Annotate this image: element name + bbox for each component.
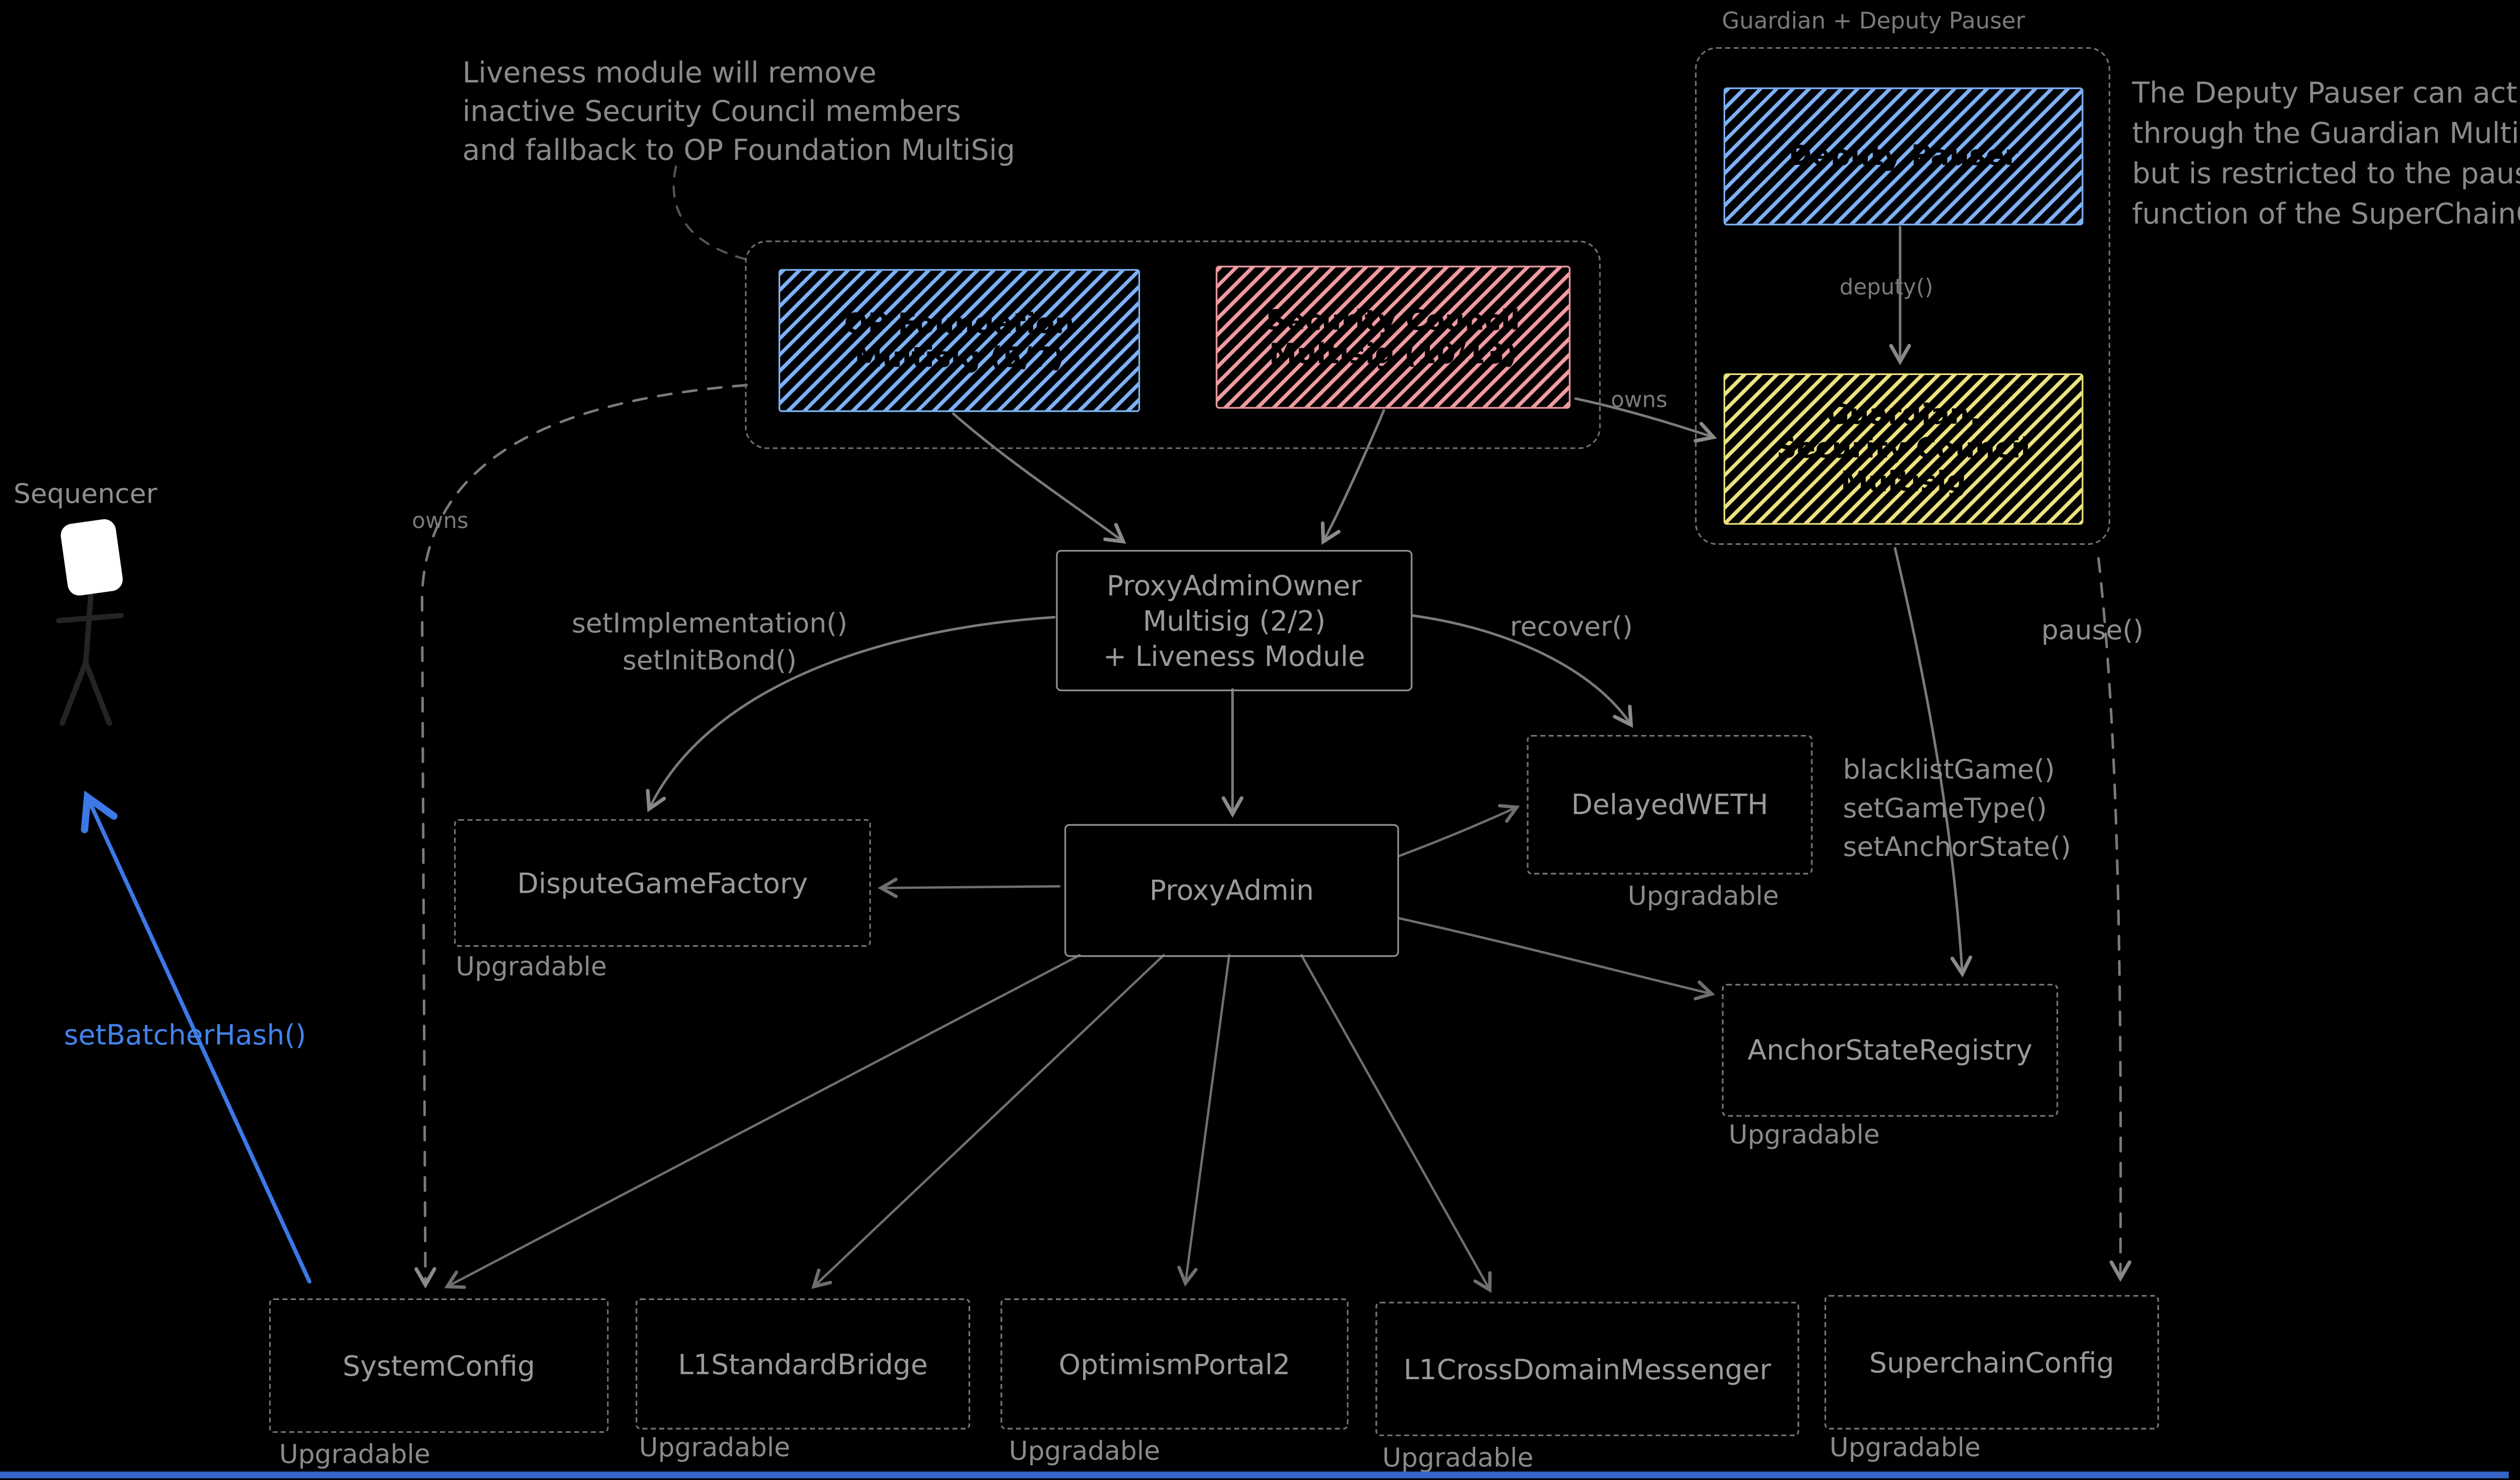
edge-pause <box>2097 557 2131 1282</box>
op-foundation-multisig-box: OP Foundation Multisig (5/7) <box>778 269 1141 412</box>
edge-pa-to-asr <box>1398 917 1715 1001</box>
caption-upgradable: Upgradable <box>1829 1433 1981 1463</box>
node-dispute-game-factory: DisputeGameFactory <box>454 819 871 947</box>
edge-label-owns-right: owns <box>1611 388 1668 414</box>
security-council-multisig-box: Security Council Multisig (10/13) <box>1216 266 1571 409</box>
caption-upgradable: Upgradable <box>1382 1443 1534 1473</box>
node-anchor-state-registry: AnchorStateRegistry <box>1722 983 2058 1117</box>
edge-note-to-container <box>672 165 746 260</box>
edge-label-set-batcher-hash: setBatcherHash() <box>64 1019 306 1052</box>
node-proxy-admin: ProxyAdmin <box>1064 824 1399 957</box>
liveness-note: Liveness module will remove inactive Sec… <box>462 57 1016 168</box>
edge-pao-to-dgf <box>646 615 1056 813</box>
edge-foundation-to-pao <box>952 412 1126 544</box>
caption-upgradable: Upgradable <box>279 1439 430 1470</box>
caption-upgradable: Upgradable <box>1728 1120 1880 1151</box>
edge-setbatcherhash <box>81 790 311 1284</box>
bottom-blue-strip <box>0 1471 2509 1478</box>
caption-upgradable: Upgradable <box>1009 1436 1160 1467</box>
node-proxy-admin-owner: ProxyAdminOwner Multisig (2/2) + Livenes… <box>1056 549 1413 692</box>
sequencer-label: Sequencer <box>13 477 157 510</box>
sequencer-figure <box>56 519 124 726</box>
deputy-pauser-note: The Deputy Pauser can act through the Gu… <box>2132 77 2520 232</box>
edge-label-set-implementation: setImplementation() setInitBond() <box>572 607 848 676</box>
edge-label-guardian-actions: blacklistGame() setGameType() setAnchorS… <box>1843 753 2071 863</box>
caption-upgradable: Upgradable <box>456 952 607 982</box>
edge-label-pause: pause() <box>2041 613 2144 646</box>
node-superchain-config: SuperchainConfig <box>1824 1294 2159 1430</box>
edge-label-recover: recover() <box>1509 610 1633 643</box>
edge-label-deputy: deputy() <box>1839 276 1933 301</box>
node-optimism-portal2: OptimismPortal2 <box>1000 1298 1349 1430</box>
deputy-pauser-box: Deputy Pauser <box>1723 87 2084 226</box>
guardian-group-container <box>1694 47 2111 545</box>
caption-upgradable: Upgradable <box>1627 881 1779 912</box>
caption-upgradable: Upgradable <box>639 1433 790 1463</box>
node-l1-standard-bridge: L1StandardBridge <box>636 1298 971 1430</box>
edge-owns-left <box>414 384 748 1289</box>
edge-council-to-pao <box>1320 409 1385 545</box>
owner-multisigs-container <box>744 240 1601 449</box>
edge-pa-to-dgf <box>877 878 1061 898</box>
sequencer-head-icon <box>60 519 123 596</box>
node-system-config: SystemConfig <box>269 1298 609 1433</box>
guardian-box: Guardian: Security Council Multisig <box>1723 373 2084 525</box>
edge-pa-to-bridge <box>811 954 1165 1289</box>
edge-pa-to-portal <box>1177 954 1231 1287</box>
edge-pa-to-messenger <box>1300 954 1492 1293</box>
guardian-group-title: Guardian + Deputy Pauser <box>1722 8 2025 36</box>
node-l1-cross-domain-messenger: L1CrossDomainMessenger <box>1375 1302 1799 1437</box>
edge-pao-to-weth <box>1411 614 1633 728</box>
node-delayed-weth: DelayedWETH <box>1527 734 1813 875</box>
edge-pa-to-systemconfig <box>444 954 1081 1289</box>
edge-label-owns-left: owns <box>412 509 469 535</box>
edge-guardian-to-asr <box>1894 547 1973 977</box>
edge-pa-to-weth <box>1398 804 1520 857</box>
